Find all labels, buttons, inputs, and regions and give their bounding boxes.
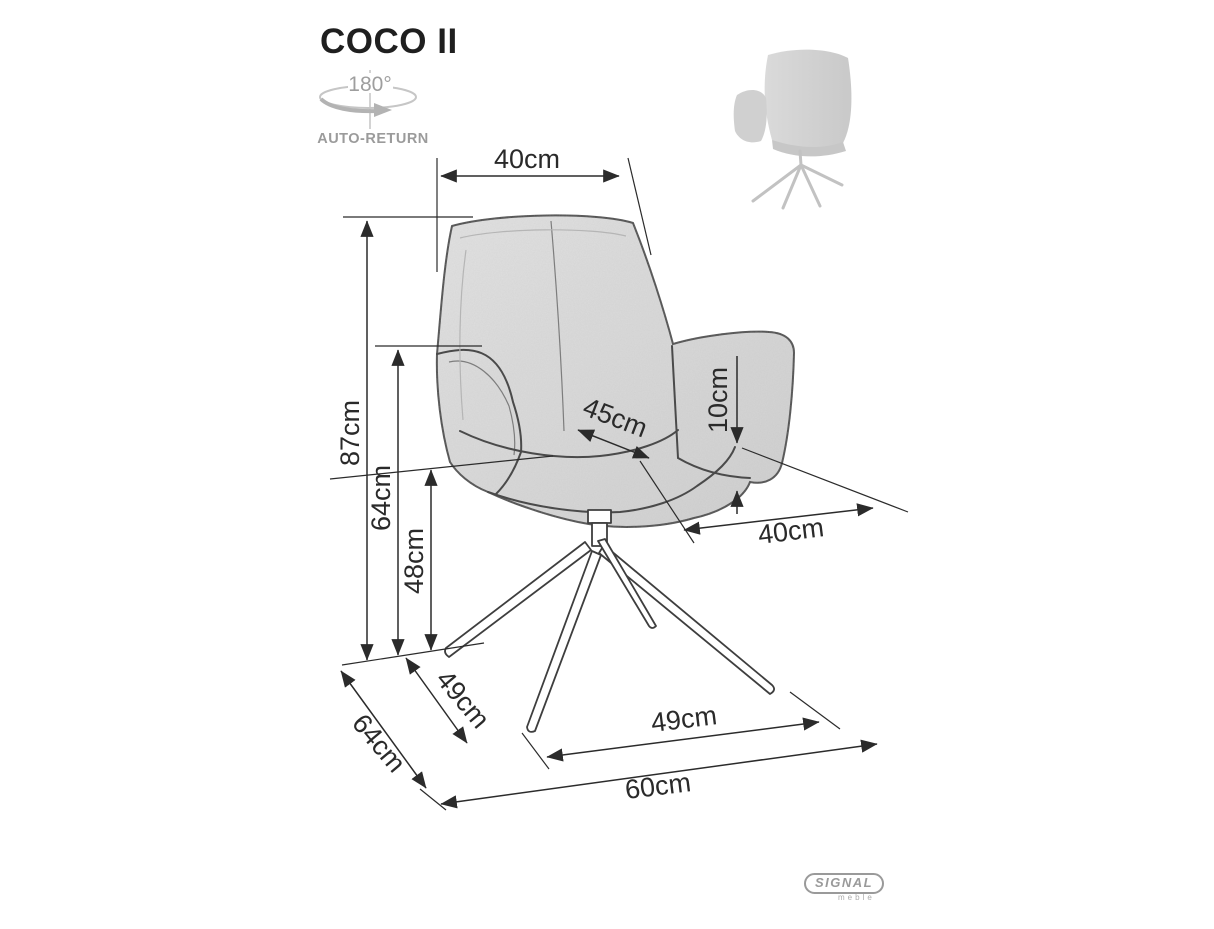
dimension-backrest-width: 40cm (436, 144, 652, 272)
chair-body-silhouette (435, 214, 796, 528)
right-armrest-inner-edge (671, 345, 679, 459)
rotation-180-icon: 180° AUTO-RETURN (317, 70, 429, 147)
dimension-line (683, 503, 874, 535)
dimension-label: 49cm (649, 700, 718, 738)
dimension-label: 40cm (494, 144, 560, 174)
extension-line (521, 732, 550, 770)
dimension-label: 64cm (346, 708, 411, 778)
signal-logo: SIGNAL meble (804, 873, 914, 902)
thumb-backrest (764, 49, 852, 148)
backrest-center-seam (550, 220, 565, 432)
dimension-seat-edge-height: 10cm (703, 356, 744, 514)
dimension-line (340, 670, 427, 789)
rotation-angle-label: 180° (348, 73, 391, 96)
dimension-seat-depth: 40cm (639, 447, 909, 550)
floor-construction-line (341, 642, 485, 666)
extension-line (419, 788, 447, 811)
dimension-label: 40cm (756, 512, 825, 550)
dimension-label: 87cm (335, 400, 365, 466)
signal-logo-text: SIGNAL (804, 873, 885, 894)
rotation-arrowhead (374, 103, 392, 117)
backrest-top-seam (459, 229, 627, 239)
seat-front-edge (487, 446, 736, 514)
dimension-armrest-height: 64cm (366, 345, 482, 656)
dimension-seat-height: 48cm (329, 455, 554, 651)
extension-line (789, 691, 841, 730)
base-leg-right (598, 544, 775, 695)
base-leg-back (597, 538, 657, 629)
backrest-left-seam (459, 249, 467, 421)
right-armrest-bottom (677, 457, 751, 479)
base-mechanism-plate (587, 509, 612, 524)
angle-text-backplate (348, 73, 393, 93)
rotation-swoosh (319, 97, 379, 114)
dimension-line (440, 739, 878, 809)
dimension-label: 10cm (703, 367, 733, 433)
dimension-label: 64cm (366, 465, 396, 531)
swivel-base (444, 509, 775, 733)
dimension-base-span-front: 49cm (546, 691, 841, 762)
dimension-label: 60cm (623, 767, 692, 805)
thumb-seat (772, 140, 846, 157)
dimension-base-span-left: 49cm (405, 657, 550, 770)
thumb-armrest (733, 89, 767, 143)
base-leg-front (526, 550, 602, 733)
dimension-label: 49cm (430, 664, 495, 734)
chair-main-drawing (435, 214, 796, 733)
left-armrest-outline (436, 348, 523, 495)
thumb-base (751, 149, 844, 210)
chair-thumbnail-rear-view (733, 49, 852, 210)
dimension-overall-height: 87cm (335, 216, 473, 661)
auto-return-label: AUTO-RETURN (317, 131, 429, 147)
base-leg-front-left (444, 541, 592, 658)
page-title: COCO II (320, 22, 458, 61)
extension-line (627, 157, 652, 256)
dimension-overall-width: 60cm (440, 739, 878, 809)
signal-logo-sub: meble (838, 893, 875, 902)
extension-line (329, 455, 554, 480)
dimension-label: 48cm (399, 528, 429, 594)
extension-line (741, 447, 909, 513)
dimension-line (577, 429, 650, 459)
left-armrest-seam (448, 360, 516, 456)
